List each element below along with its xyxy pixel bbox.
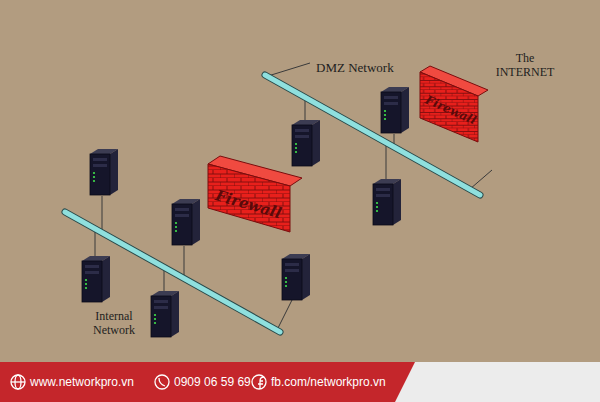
footer-red: [0, 362, 415, 402]
network-label: DMZ Network: [316, 60, 394, 76]
server-links: [95, 63, 492, 330]
footer-phone: 0909 06 59 69: [174, 375, 251, 389]
footer-website: www.networkpro.vn: [30, 375, 134, 389]
network-label: Internal Network: [84, 310, 144, 338]
firewall-wall: Firewall: [418, 58, 490, 144]
footer-facebook: fb.com/networkpro.vn: [271, 375, 386, 389]
footer-band: [0, 362, 600, 402]
footer-icons: [11, 375, 266, 389]
servers: [82, 87, 409, 337]
internet-label: The INTERNET: [492, 52, 558, 80]
firewall-wall: Firewall: [206, 146, 304, 234]
